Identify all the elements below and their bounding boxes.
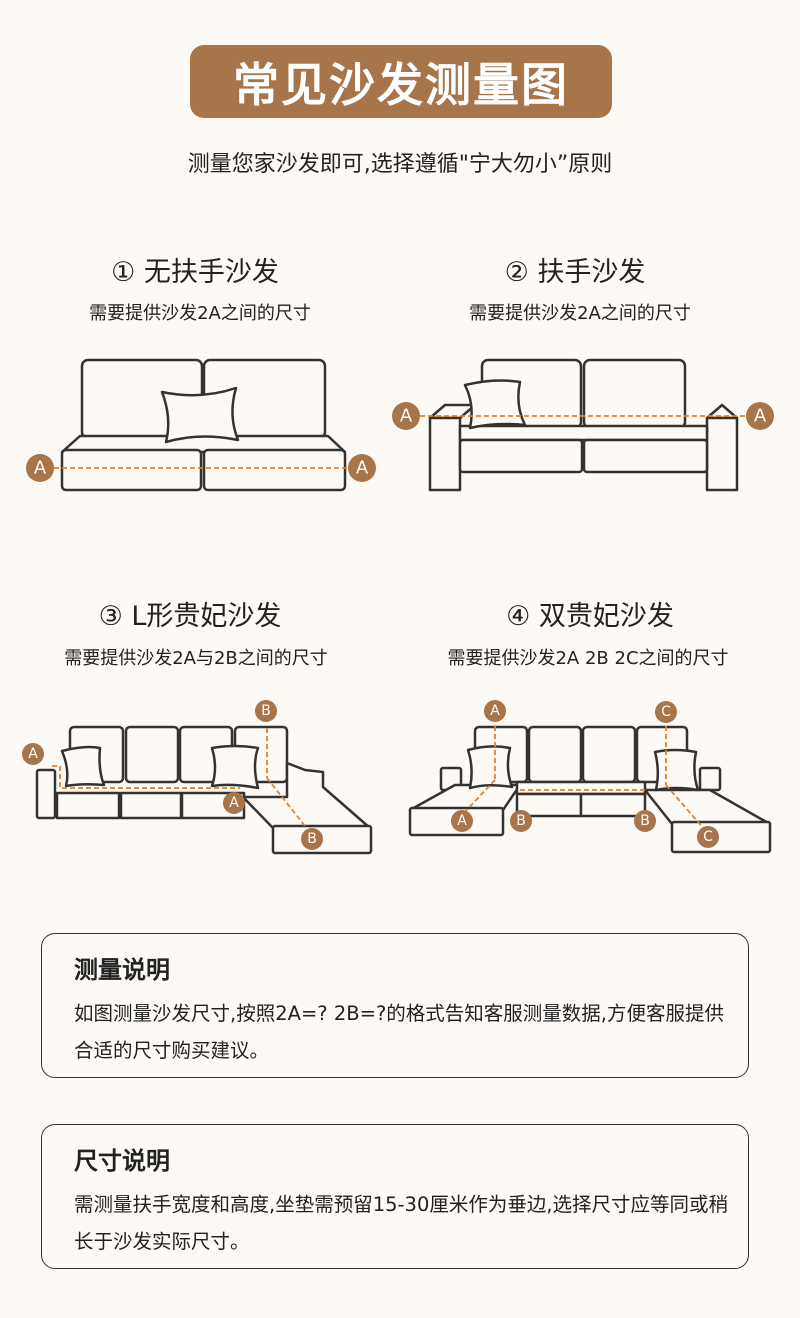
svg-text:A: A bbox=[356, 458, 369, 479]
svg-text:A: A bbox=[28, 746, 38, 762]
section-3-title: ③ L形贵妃沙发 bbox=[98, 601, 282, 632]
marker-a: A bbox=[392, 402, 420, 430]
l-shaped-sofa-illustration bbox=[35, 725, 373, 855]
marker-b: B bbox=[301, 828, 323, 850]
measurement-note-box: 测量说明 如图测量沙发尺寸,按照2A=? 2B=?的格式告知客服测量数据,方便客… bbox=[41, 933, 749, 1078]
note-heading: 尺寸说明 bbox=[74, 1147, 170, 1175]
svg-text:C: C bbox=[703, 829, 713, 845]
marker-b: B bbox=[634, 810, 656, 832]
svg-text:A: A bbox=[34, 458, 47, 479]
section-2-title: ② 扶手沙发 bbox=[504, 257, 646, 288]
section-3-subtitle: 需要提供沙发2A与2B之间的尺寸 bbox=[64, 648, 328, 669]
section-2-subtitle: 需要提供沙发2A之间的尺寸 bbox=[469, 303, 691, 324]
marker-a: A bbox=[223, 792, 245, 814]
marker-b: B bbox=[255, 700, 277, 722]
svg-text:C: C bbox=[661, 704, 671, 720]
page-title: 常见沙发测量图 bbox=[233, 57, 569, 112]
section-1-subtitle: 需要提供沙发2A之间的尺寸 bbox=[89, 303, 311, 324]
svg-text:A: A bbox=[754, 406, 767, 427]
marker-a: A bbox=[484, 700, 506, 722]
double-chaise-sofa-illustration bbox=[408, 725, 772, 854]
svg-text:A: A bbox=[400, 406, 413, 427]
section-1-title: ① 无扶手沙发 bbox=[111, 257, 279, 288]
marker-a: A bbox=[348, 454, 376, 482]
svg-text:B: B bbox=[307, 831, 317, 847]
marker-a: A bbox=[451, 810, 473, 832]
note-text: 需测量扶手宽度和高度,坐垫需预留15-30厘米作为垂边,选择尺寸应等同或稍长于沙… bbox=[74, 1193, 729, 1253]
marker-a: A bbox=[26, 454, 54, 482]
sofa-diagrams: A A A A A A B B bbox=[22, 358, 774, 855]
svg-text:A: A bbox=[490, 703, 500, 719]
marker-b: B bbox=[510, 810, 532, 832]
armrest-sofa-illustration bbox=[420, 358, 745, 492]
svg-text:A: A bbox=[229, 795, 239, 811]
armless-sofa-illustration bbox=[54, 358, 348, 492]
section-4-subtitle: 需要提供沙发2A 2B 2C之间的尺寸 bbox=[447, 648, 729, 669]
marker-c: C bbox=[655, 701, 677, 723]
svg-text:B: B bbox=[516, 813, 526, 829]
marker-a: A bbox=[22, 743, 44, 765]
svg-text:A: A bbox=[457, 813, 467, 829]
section-4-title: ④ 双贵妃沙发 bbox=[506, 601, 674, 632]
marker-c: C bbox=[697, 826, 719, 848]
title-banner: 常见沙发测量图 bbox=[190, 45, 612, 118]
marker-a: A bbox=[746, 402, 774, 430]
svg-text:B: B bbox=[640, 813, 650, 829]
svg-text:B: B bbox=[261, 703, 271, 719]
page-subtitle: 测量您家沙发即可,选择遵循"宁大勿小”原则 bbox=[187, 152, 613, 177]
note-text: 如图测量沙发尺寸,按照2A=? 2B=?的格式告知客服测量数据,方便客服提供合适… bbox=[74, 1002, 725, 1062]
note-heading: 测量说明 bbox=[74, 956, 170, 984]
size-note-box: 尺寸说明 需测量扶手宽度和高度,坐垫需预留15-30厘米作为垂边,选择尺寸应等同… bbox=[41, 1124, 749, 1269]
